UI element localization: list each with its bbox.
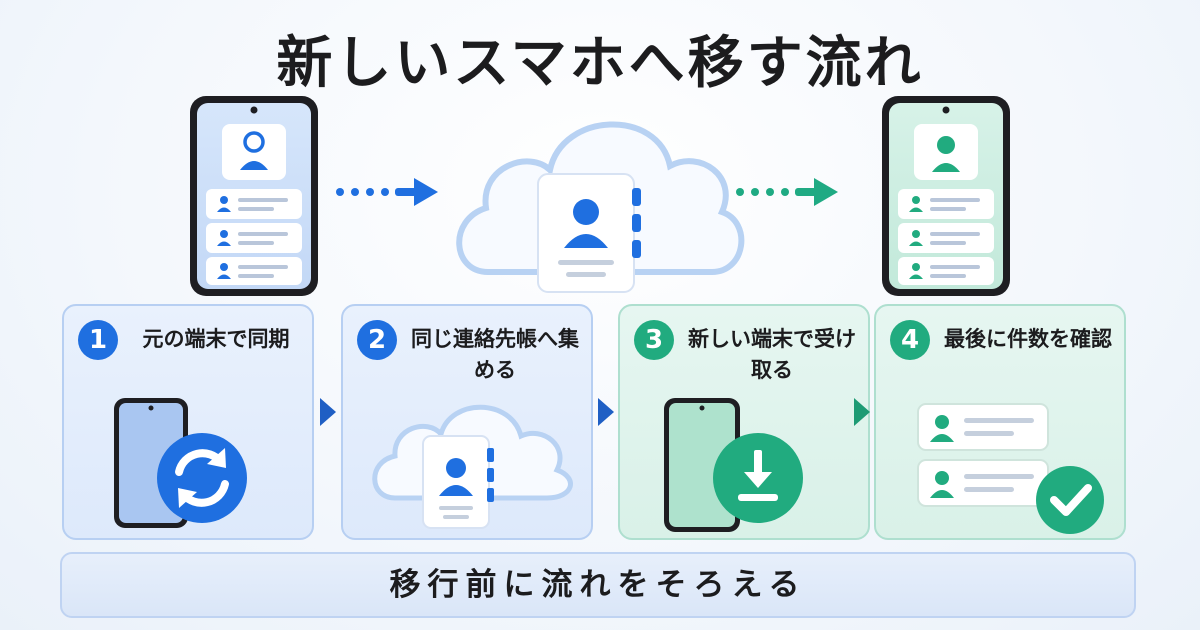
transfer-illustration <box>190 96 1010 296</box>
contact-card-icon <box>917 459 1049 507</box>
step-number-badge: 4 <box>890 320 930 360</box>
step-number-badge: 3 <box>634 320 674 360</box>
arrow-right-icon <box>336 178 438 206</box>
contact-row-icon <box>206 257 302 285</box>
contact-row-icon <box>898 189 994 219</box>
source-phone-icon <box>190 96 318 296</box>
step-label: 同じ連絡先帳へ集める <box>411 327 579 382</box>
chevron-right-icon <box>854 398 870 426</box>
step-card-4: 4 最後に件数を確認 <box>874 304 1126 540</box>
chevron-right-icon <box>320 398 336 426</box>
download-icon <box>713 433 803 523</box>
contact-row-icon <box>206 189 302 219</box>
chevron-right-icon <box>598 398 614 426</box>
sync-icon <box>157 433 247 523</box>
contact-row-icon <box>898 257 994 285</box>
contact-row-icon <box>898 223 994 253</box>
step-card-2: 2 同じ連絡先帳へ集める <box>341 304 593 540</box>
step-label: 元の端末で同期 <box>142 327 290 351</box>
contact-book-icon <box>537 173 641 293</box>
verify-contacts-illustration <box>917 403 1104 534</box>
contact-card-icon <box>917 403 1049 451</box>
arrow-right-icon <box>736 178 838 206</box>
cloud-icon <box>456 121 745 293</box>
step-number-badge: 2 <box>357 320 397 360</box>
step-card-1: 1 元の端末で同期 <box>62 304 314 540</box>
step-label: 新しい端末で受け取る <box>688 327 856 382</box>
check-icon <box>1036 466 1104 534</box>
step-label: 最後に件数を確認 <box>944 327 1112 351</box>
contact-book-icon <box>422 435 494 529</box>
cloud-contacts-illustration <box>372 404 573 529</box>
destination-phone-icon <box>882 96 1010 296</box>
contact-row-icon <box>206 223 302 253</box>
download-phone-illustration <box>664 398 803 532</box>
footer-banner: 移行前に流れをそろえる <box>60 552 1136 618</box>
step-card-3: 3 新しい端末で受け取る <box>618 304 870 540</box>
sync-phone-illustration <box>114 398 247 528</box>
step-number-badge: 1 <box>78 320 118 360</box>
page-title: 新しいスマホへ移す流れ <box>276 31 924 96</box>
